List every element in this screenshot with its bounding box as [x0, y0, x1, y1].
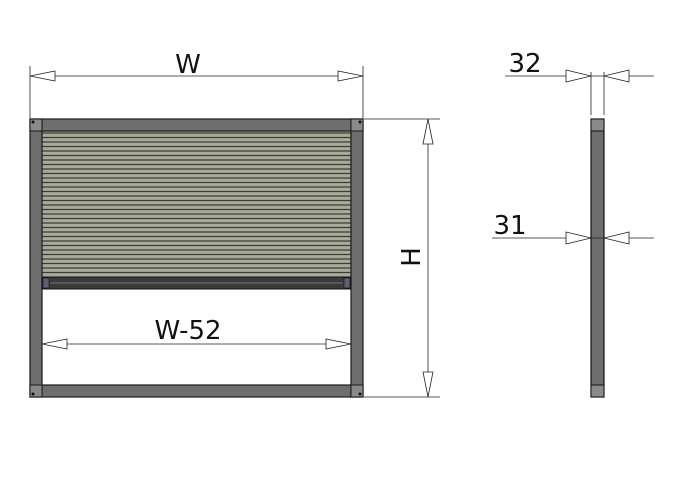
- left-frame-stile: [29, 118, 43, 398]
- width-dimension: W: [29, 50, 364, 118]
- height-label: H: [397, 247, 427, 267]
- side-view: [590, 118, 605, 398]
- rail-cap-left: [42, 277, 50, 289]
- corner-top-left: [29, 118, 43, 132]
- inner-width-dimension: W-52: [41, 316, 352, 350]
- right-frame-stile: [350, 118, 364, 398]
- front-view: [29, 118, 364, 398]
- corner-bottom-left: [29, 384, 43, 398]
- corner-bottom-right: [350, 384, 364, 398]
- frame-depth-label: 32: [508, 49, 541, 79]
- corner-top-right: [350, 118, 364, 132]
- width-label: W: [175, 50, 201, 80]
- top-frame-bar: [29, 118, 364, 132]
- inner-width-label: W-52: [154, 316, 221, 346]
- height-dimension: H: [364, 118, 440, 398]
- bottom-frame-bar: [29, 384, 364, 398]
- pleated-screen: [42, 131, 351, 277]
- rail-cap-right: [343, 277, 351, 289]
- screen-depth-label: 31: [493, 211, 526, 241]
- frame-depth-dimension: 32: [505, 49, 654, 115]
- screen-depth-dimension: 31: [492, 211, 654, 245]
